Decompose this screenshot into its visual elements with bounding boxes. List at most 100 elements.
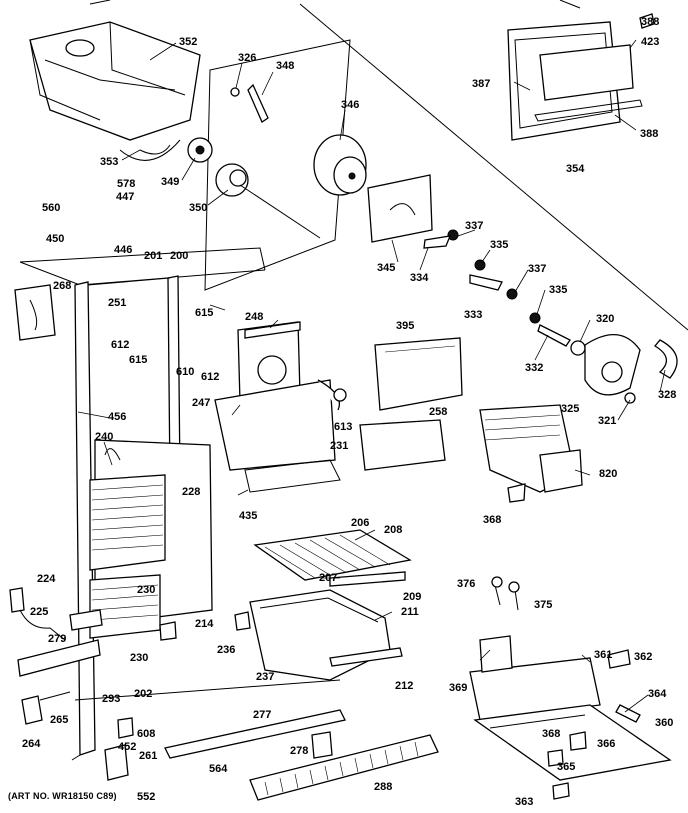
callout-230b: 230 (130, 652, 149, 664)
ice-bucket (29, 21, 201, 161)
callout-564: 564 (209, 763, 228, 775)
callout-368b: 368 (542, 728, 561, 740)
callout-265: 265 (50, 714, 69, 726)
guide-lines (89, 0, 688, 331)
callout-613: 613 (334, 421, 353, 433)
callout-365: 365 (557, 761, 576, 773)
callout-236: 236 (217, 644, 236, 656)
callout-278: 278 (290, 745, 309, 757)
callout-325: 325 (561, 403, 580, 415)
auger-parts (139, 137, 321, 239)
callout-348: 348 (276, 60, 295, 72)
gear-chain (423, 229, 678, 404)
callout-225: 225 (30, 606, 49, 618)
callout-224: 224 (37, 573, 56, 585)
callout-207: 207 (319, 572, 338, 584)
callout-247: 247 (192, 397, 211, 409)
callout-334: 334 (410, 272, 429, 284)
callout-615b: 615 (129, 354, 148, 366)
callout-456: 456 (108, 411, 127, 423)
callout-200: 200 (170, 250, 189, 262)
callout-447: 447 (116, 191, 135, 203)
callout-388a: 388 (641, 16, 660, 28)
callout-230a: 230 (137, 584, 156, 596)
callout-615a: 615 (195, 307, 214, 319)
callout-364: 364 (648, 688, 667, 700)
callout-423: 423 (641, 36, 660, 48)
callout-248: 248 (245, 311, 264, 323)
callout-578: 578 (117, 178, 136, 190)
callout-201: 201 (144, 250, 163, 262)
callout-353: 353 (100, 156, 119, 168)
callout-360: 360 (655, 717, 674, 729)
callout-211: 211 (401, 606, 419, 618)
callout-346: 346 (341, 99, 360, 111)
callout-452: 452 (118, 741, 137, 753)
callout-214: 214 (195, 618, 214, 630)
callout-350: 350 (189, 202, 208, 214)
callout-375: 375 (534, 599, 553, 611)
callout-352: 352 (179, 36, 198, 48)
callout-354: 354 (566, 163, 585, 175)
auger-motor (230, 83, 433, 243)
callout-376: 376 (457, 578, 476, 590)
callout-320: 320 (596, 313, 615, 325)
callout-610: 610 (176, 366, 195, 378)
callout-612a: 612 (111, 339, 130, 351)
callout-820: 820 (599, 468, 618, 480)
callout-333: 333 (464, 309, 483, 321)
callout-349: 349 (161, 176, 180, 188)
lower-left-parts (9, 587, 251, 781)
callout-608: 608 (137, 728, 156, 740)
callout-560: 560 (42, 202, 61, 214)
callout-279: 279 (48, 633, 67, 645)
callout-612b: 612 (201, 371, 220, 383)
callout-435: 435 (239, 510, 258, 522)
control-assembly (469, 576, 672, 800)
ice-maker (359, 337, 583, 503)
callout-446: 446 (114, 244, 133, 256)
callout-261: 261 (139, 750, 158, 762)
callout-361: 361 (594, 649, 613, 661)
callout-362: 362 (634, 651, 653, 663)
callout-335b: 335 (549, 284, 568, 296)
callout-337b: 337 (528, 263, 547, 275)
callout-332: 332 (525, 362, 544, 374)
callout-202: 202 (134, 688, 153, 700)
fan-housing (214, 321, 347, 493)
callout-450: 450 (46, 233, 65, 245)
callout-231: 231 (330, 440, 349, 452)
callout-368a: 368 (483, 514, 502, 526)
callout-228: 228 (182, 486, 201, 498)
callout-237: 237 (256, 671, 275, 683)
callout-209: 209 (403, 591, 422, 603)
shelf-and-bin (249, 529, 412, 681)
evaporator (89, 439, 213, 639)
callout-369: 369 (449, 682, 468, 694)
callout-326: 326 (238, 52, 257, 64)
callout-335a: 335 (490, 239, 509, 251)
callout-258: 258 (429, 406, 448, 418)
leader-lines (77, 39, 666, 713)
callout-337a: 337 (465, 220, 484, 232)
callout-206: 206 (351, 517, 370, 529)
callout-293: 293 (102, 693, 121, 705)
dispenser-door (507, 13, 655, 141)
callout-363: 363 (515, 796, 534, 808)
callout-212: 212 (395, 680, 414, 692)
callout-240: 240 (95, 431, 114, 443)
art-number: (ART NO. WR18150 C89) (8, 791, 117, 801)
callout-388b: 388 (640, 128, 659, 140)
callout-395: 395 (396, 320, 415, 332)
callout-321: 321 (598, 415, 617, 427)
callout-264: 264 (22, 738, 41, 750)
callout-277: 277 (253, 709, 272, 721)
callout-208: 208 (384, 524, 403, 536)
callout-328: 328 (658, 389, 677, 401)
bottom-rails (164, 709, 439, 801)
callout-268: 268 (53, 280, 72, 292)
callout-387: 387 (472, 78, 491, 90)
callout-366: 366 (597, 738, 616, 750)
callout-251: 251 (108, 297, 127, 309)
